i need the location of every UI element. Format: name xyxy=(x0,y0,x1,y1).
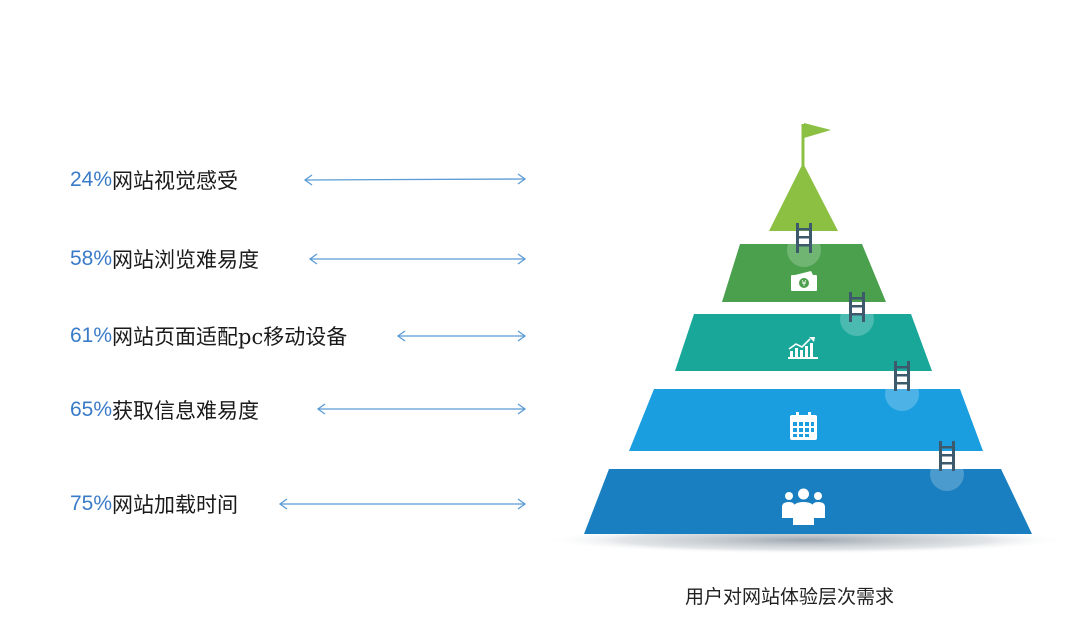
factor-row-4: 65% 获取信息难易度 xyxy=(70,395,259,425)
svg-text:¥: ¥ xyxy=(801,279,806,288)
factor-percent: 61% xyxy=(70,324,113,347)
factor-row-3: 61% 网站页面适配pc移动设备 xyxy=(70,321,347,351)
ladder-glow-1 xyxy=(787,233,821,267)
tier-5 xyxy=(584,469,1032,534)
factor-percent: 58% xyxy=(70,247,113,270)
people-icon xyxy=(782,488,825,525)
ladder-icon xyxy=(894,361,910,391)
flag-icon xyxy=(801,123,831,166)
pyramid-caption: 用户对网站体验层次需求 xyxy=(685,586,895,608)
ladder-icon xyxy=(939,441,955,471)
factor-percent: 75% xyxy=(70,492,113,515)
tier-1 xyxy=(769,163,838,231)
double-arrow-3 xyxy=(396,330,527,342)
double-arrow-2 xyxy=(308,253,527,265)
double-arrow-5 xyxy=(278,498,527,510)
double-arrow-1 xyxy=(303,173,527,186)
ladder-glow-3 xyxy=(885,377,919,411)
ladder-glow-4 xyxy=(930,457,964,491)
money-icon: ¥ xyxy=(791,271,817,291)
factor-row-5: 75% 网站加载时间 xyxy=(70,489,238,519)
ladder-icon xyxy=(849,292,865,322)
chart-icon xyxy=(788,337,818,359)
ladder-glow-2 xyxy=(840,302,874,336)
factor-percent: 24% xyxy=(70,168,113,191)
factor-label: 网站加载时间 xyxy=(112,493,239,517)
pyramid-diagram: ¥ xyxy=(544,123,1068,554)
factor-label: 网站浏览难易度 xyxy=(112,248,260,272)
factor-row-1: 24% 网站视觉感受 xyxy=(70,165,238,195)
tier-3 xyxy=(675,314,932,371)
ladder-icon xyxy=(796,223,812,253)
factor-label: 获取信息难易度 xyxy=(112,399,260,423)
factor-percent: 65% xyxy=(70,398,113,421)
factor-row-2: 58% 网站浏览难易度 xyxy=(70,244,259,274)
double-arrow-4 xyxy=(316,403,527,415)
factor-label: 网站视觉感受 xyxy=(112,169,239,193)
calendar-icon xyxy=(790,412,817,440)
factor-label: 网站页面适配pc移动设备 xyxy=(112,325,348,349)
